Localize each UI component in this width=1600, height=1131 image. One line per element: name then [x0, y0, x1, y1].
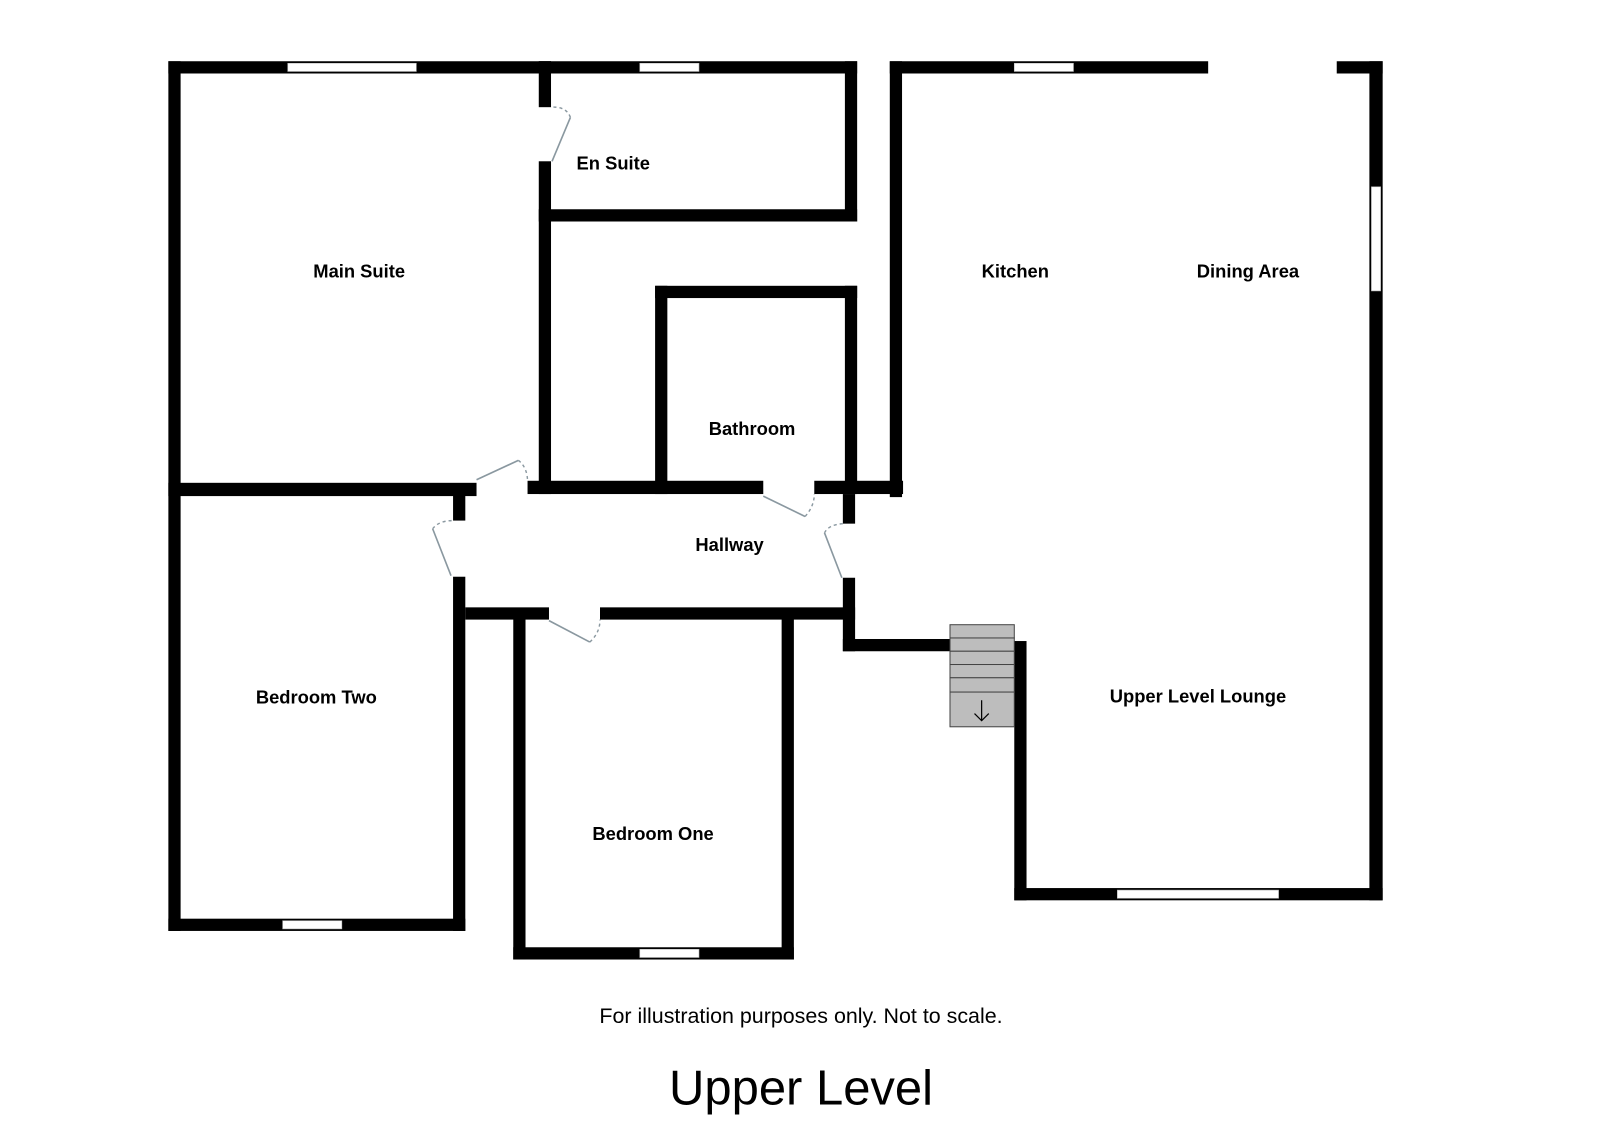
room-label-bedroom-one: Bedroom One: [592, 823, 713, 844]
door-bedroom-two: [431, 519, 454, 577]
window: [1371, 186, 1381, 292]
room-label-bathroom: Bathroom: [709, 418, 796, 439]
room-label-en-suite: En Suite: [577, 152, 650, 173]
room-label-bedroom-two: Bedroom Two: [256, 686, 377, 707]
room-label-dining-area: Dining Area: [1197, 261, 1300, 282]
walls: [168, 61, 1383, 960]
door-bathroom: [762, 494, 815, 518]
door-bedroom-one: [548, 619, 601, 643]
windows: [282, 62, 1381, 958]
room-label-hallway: Hallway: [695, 534, 764, 555]
room-labels: Main Suite En Suite Bathroom Kitchen Din…: [256, 152, 1300, 844]
window: [1117, 889, 1279, 899]
room-label-main-suite: Main Suite: [313, 261, 405, 282]
disclaimer: For illustration purposes only. Not to s…: [599, 1004, 1002, 1028]
arrow-down-icon: [974, 700, 990, 722]
window: [282, 920, 343, 930]
door-lounge: [823, 522, 843, 579]
room-label-upper-level-lounge: Upper Level Lounge: [1110, 685, 1286, 706]
staircase: [949, 624, 1015, 728]
room-label-kitchen: Kitchen: [982, 261, 1049, 282]
floor-title: Upper Level: [669, 1061, 933, 1115]
doors: [431, 106, 843, 643]
window: [287, 62, 417, 72]
window: [1013, 62, 1074, 72]
door-en-suite: [550, 106, 572, 162]
window: [639, 948, 700, 958]
door-main-suite: [476, 459, 529, 482]
window: [639, 62, 700, 72]
